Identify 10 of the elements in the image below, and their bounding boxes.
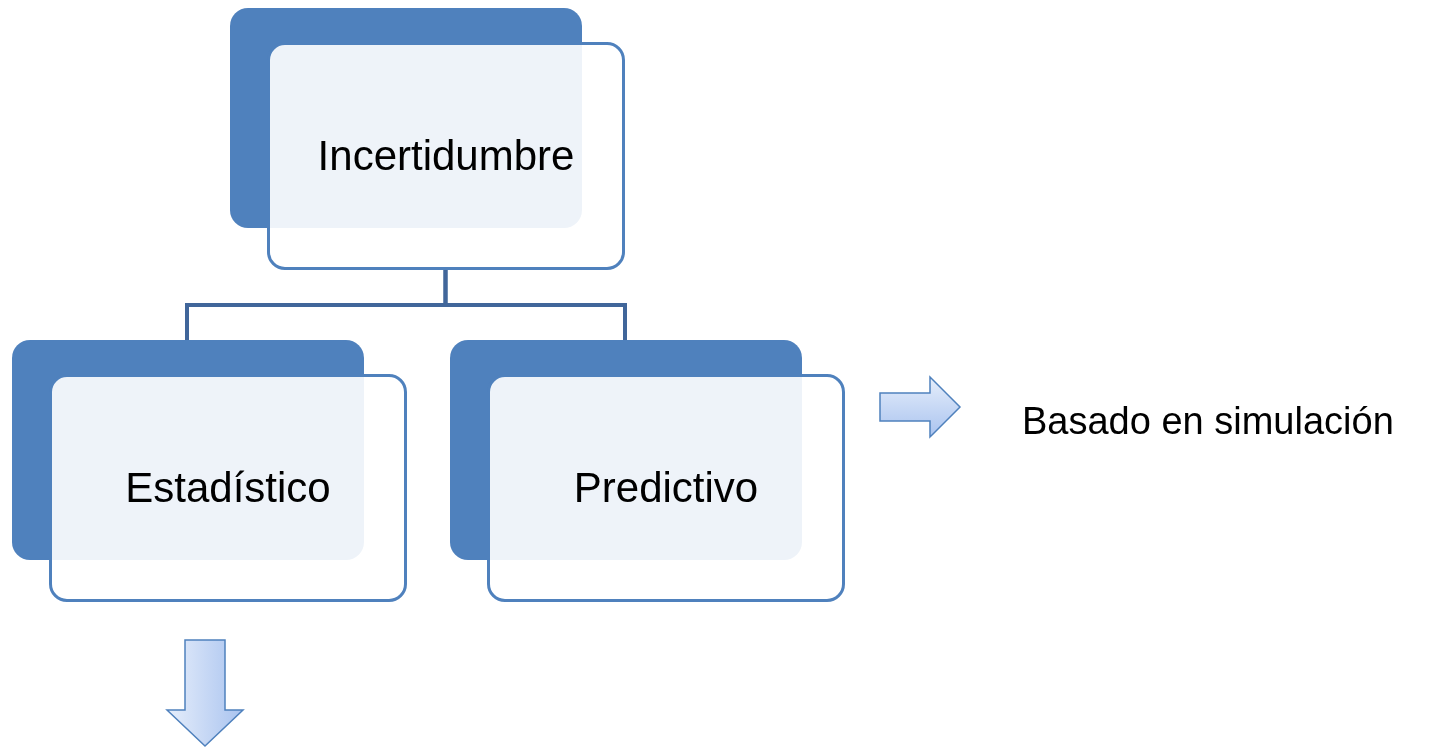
block-arrow — [879, 375, 962, 439]
text-label: Basado en simulación — [1022, 400, 1394, 443]
node-label: Estadístico — [125, 464, 331, 512]
connector-line — [443, 270, 627, 340]
process-box — [12, 340, 407, 602]
process-box — [230, 8, 625, 270]
node-label: Predictivo — [573, 464, 759, 512]
block-arrow — [165, 639, 245, 748]
node-label: Incertidumbre — [317, 132, 575, 180]
process-box — [450, 340, 845, 602]
